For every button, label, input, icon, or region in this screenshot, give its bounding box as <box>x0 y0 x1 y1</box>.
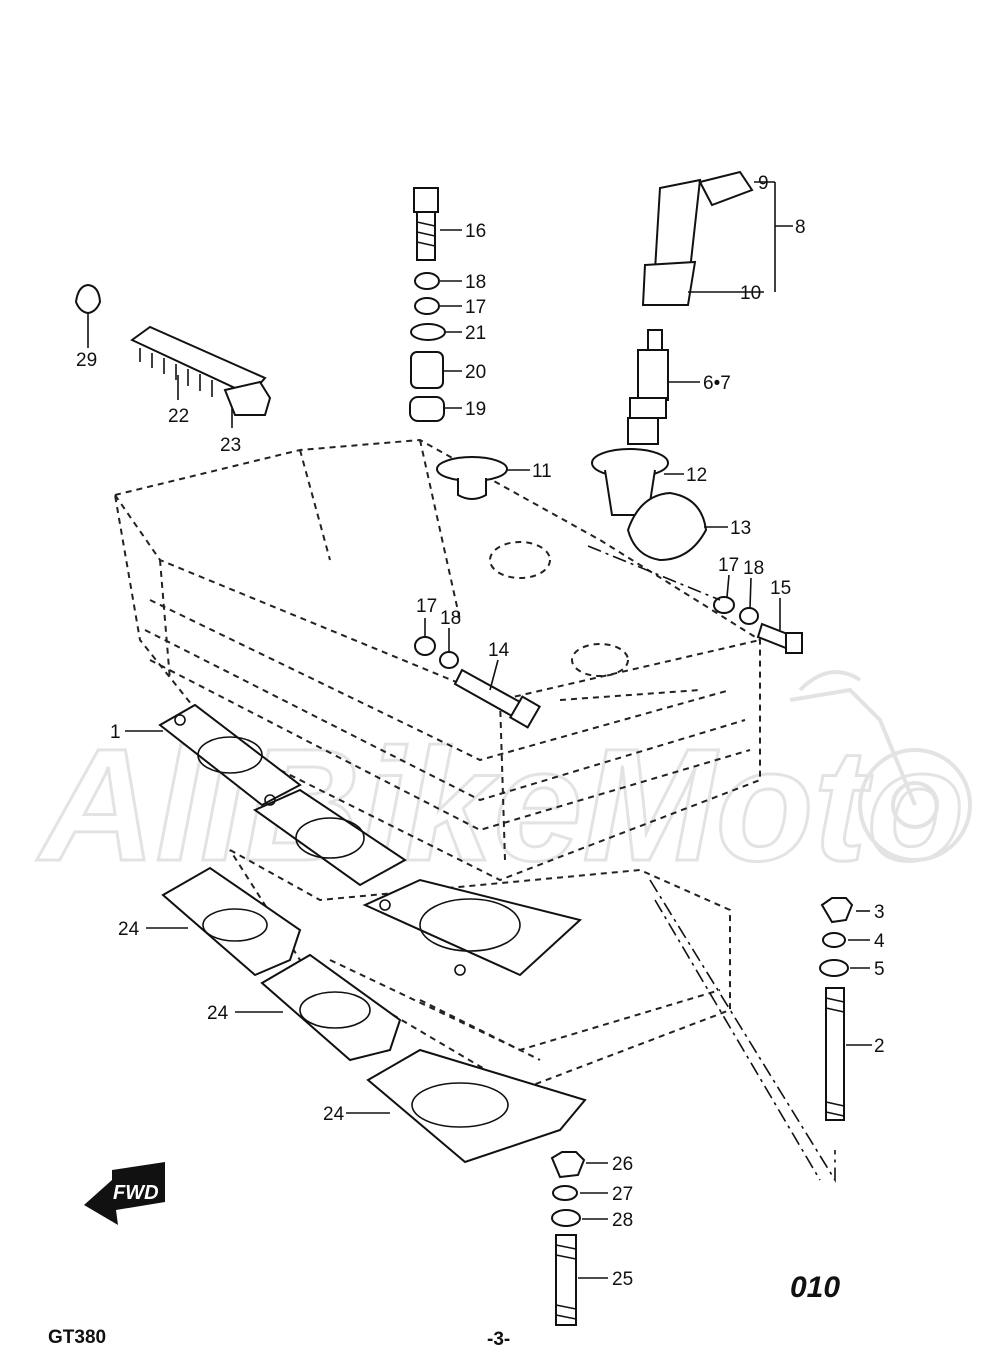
callout-10: 10 <box>740 283 761 304</box>
callout-24-c: 24 <box>323 1104 345 1125</box>
page-number: -3- <box>487 1329 510 1350</box>
callout-5: 5 <box>874 959 885 980</box>
callout-2: 2 <box>874 1036 885 1057</box>
part-19-seal <box>409 396 445 422</box>
watermark-motorcycle-icon <box>789 670 972 862</box>
callout-11: 11 <box>532 461 552 482</box>
part-3-nut <box>820 897 854 924</box>
callout-29: 29 <box>76 350 97 371</box>
watermark-text: AllBikeMoto <box>36 715 964 894</box>
leader-lines <box>87 181 872 1279</box>
model-label: GT380 <box>48 1327 106 1348</box>
cylinder-head <box>113 438 761 882</box>
callout-4: 4 <box>874 931 885 952</box>
callout-8: 8 <box>795 217 806 238</box>
callout-15: 15 <box>770 578 791 599</box>
part-16-bolt <box>413 187 439 261</box>
callout-25: 25 <box>612 1269 633 1290</box>
callout-17-right: 17 <box>718 555 739 576</box>
callout-17-center: 17 <box>416 596 437 617</box>
callout-22: 22 <box>168 406 189 427</box>
part-17-washer-right <box>713 596 735 614</box>
figure-code: 010 <box>790 1271 840 1304</box>
part-17-washer <box>414 297 440 315</box>
part-15-bolt <box>756 622 803 654</box>
callout-14: 14 <box>488 640 510 661</box>
callout-16: 16 <box>465 221 486 242</box>
callout-21: 21 <box>465 323 486 344</box>
callout-3: 3 <box>874 902 885 923</box>
callout-19: 19 <box>465 399 486 420</box>
part-4-washer <box>822 932 846 948</box>
callout-17-top: 17 <box>465 297 486 318</box>
part-18-washer <box>414 272 440 290</box>
base-gasket-24 <box>161 866 587 1164</box>
part-27-washer <box>552 1185 578 1201</box>
callouts: 1 2 3 4 5 6•7 8 9 10 11 12 13 14 15 16 1… <box>76 173 885 1290</box>
part-5-washer <box>819 959 849 977</box>
part-2-stud <box>825 987 845 1121</box>
callout-12: 12 <box>686 465 707 486</box>
part-20-collar <box>410 351 444 389</box>
head-gasket-1 <box>158 703 583 977</box>
part-14-bolt <box>453 668 542 729</box>
plug-cap-assembly-8 <box>641 170 754 306</box>
callout-9: 9 <box>758 173 769 194</box>
callout-13: 13 <box>730 518 751 539</box>
callout-24-a: 24 <box>118 919 140 940</box>
part-17-washer-center <box>414 636 436 656</box>
fwd-arrow-icon: FWD <box>84 1162 165 1225</box>
callout-18-right: 18 <box>743 558 764 579</box>
part-21-washer <box>410 323 446 341</box>
spark-plug <box>627 329 669 445</box>
part-11 <box>436 456 508 500</box>
callout-18-top: 18 <box>465 272 486 293</box>
callout-26: 26 <box>612 1154 633 1175</box>
callout-24-b: 24 <box>207 1003 229 1024</box>
callout-1: 1 <box>110 722 121 743</box>
part-23 <box>223 380 272 416</box>
callout-20: 20 <box>465 362 486 383</box>
part-18-washer-center <box>439 651 459 669</box>
callout-23: 23 <box>220 435 241 456</box>
part-13 <box>626 491 708 562</box>
callout-6-7: 6•7 <box>703 373 731 394</box>
callout-18-center: 18 <box>440 608 461 629</box>
part-18-washer-right <box>739 607 759 625</box>
part-28-washer <box>551 1209 581 1227</box>
callout-28: 28 <box>612 1210 633 1231</box>
fwd-label: FWD <box>113 1182 159 1204</box>
part-25-stud <box>555 1234 577 1326</box>
part-22 <box>130 325 267 397</box>
callout-27: 27 <box>612 1184 633 1205</box>
part-29 <box>74 283 102 315</box>
part-26-nut <box>550 1151 586 1179</box>
